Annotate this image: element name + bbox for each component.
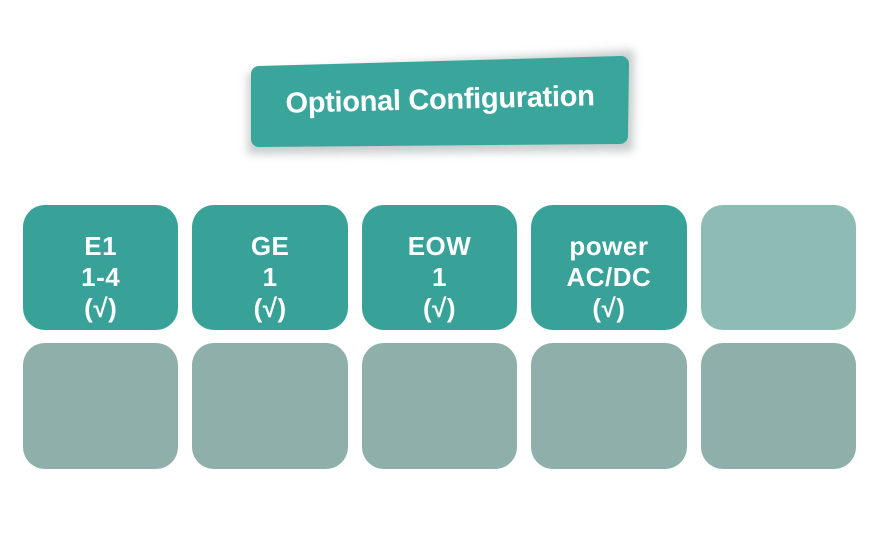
check-mark: (√) — [253, 293, 287, 323]
check-mark: (√) — [422, 293, 457, 323]
cell-label-line: 1 — [262, 262, 278, 292]
check-mark: (√) — [592, 293, 626, 323]
cell-label-line: power — [569, 231, 649, 261]
cell-label-line: 1 — [432, 262, 447, 292]
cell-label-line: AC/DC — [566, 262, 652, 292]
cell-label-line: 1-4 — [81, 262, 121, 292]
check-mark: (√) — [84, 293, 118, 323]
config-cell-power: power AC/DC (√) — [531, 205, 687, 330]
banner-background — [251, 56, 629, 147]
config-cell-empty — [700, 343, 857, 469]
config-cell-ge: GE 1 (√) — [192, 205, 348, 330]
option-cells-row-2 — [23, 343, 857, 469]
option-cells-row-1: E1 1-4 (√) GE 1 (√) EOW 1 (√) power AC/D… — [23, 205, 857, 330]
config-cell-empty — [700, 205, 857, 330]
config-cell-eow: EOW 1 (√) — [361, 205, 518, 330]
config-cell-empty — [23, 343, 179, 469]
cell-label-line: E1 — [84, 231, 118, 261]
cell-label-line: EOW — [407, 231, 472, 261]
banner-title: Optional Configuration — [285, 79, 595, 120]
config-cell-empty — [192, 343, 348, 469]
cell-label-line: GE — [250, 231, 290, 261]
config-cell-empty — [361, 343, 518, 469]
config-cell-empty — [531, 343, 687, 469]
config-cell-e1: E1 1-4 (√) — [23, 205, 179, 330]
banner-shape — [248, 50, 634, 154]
